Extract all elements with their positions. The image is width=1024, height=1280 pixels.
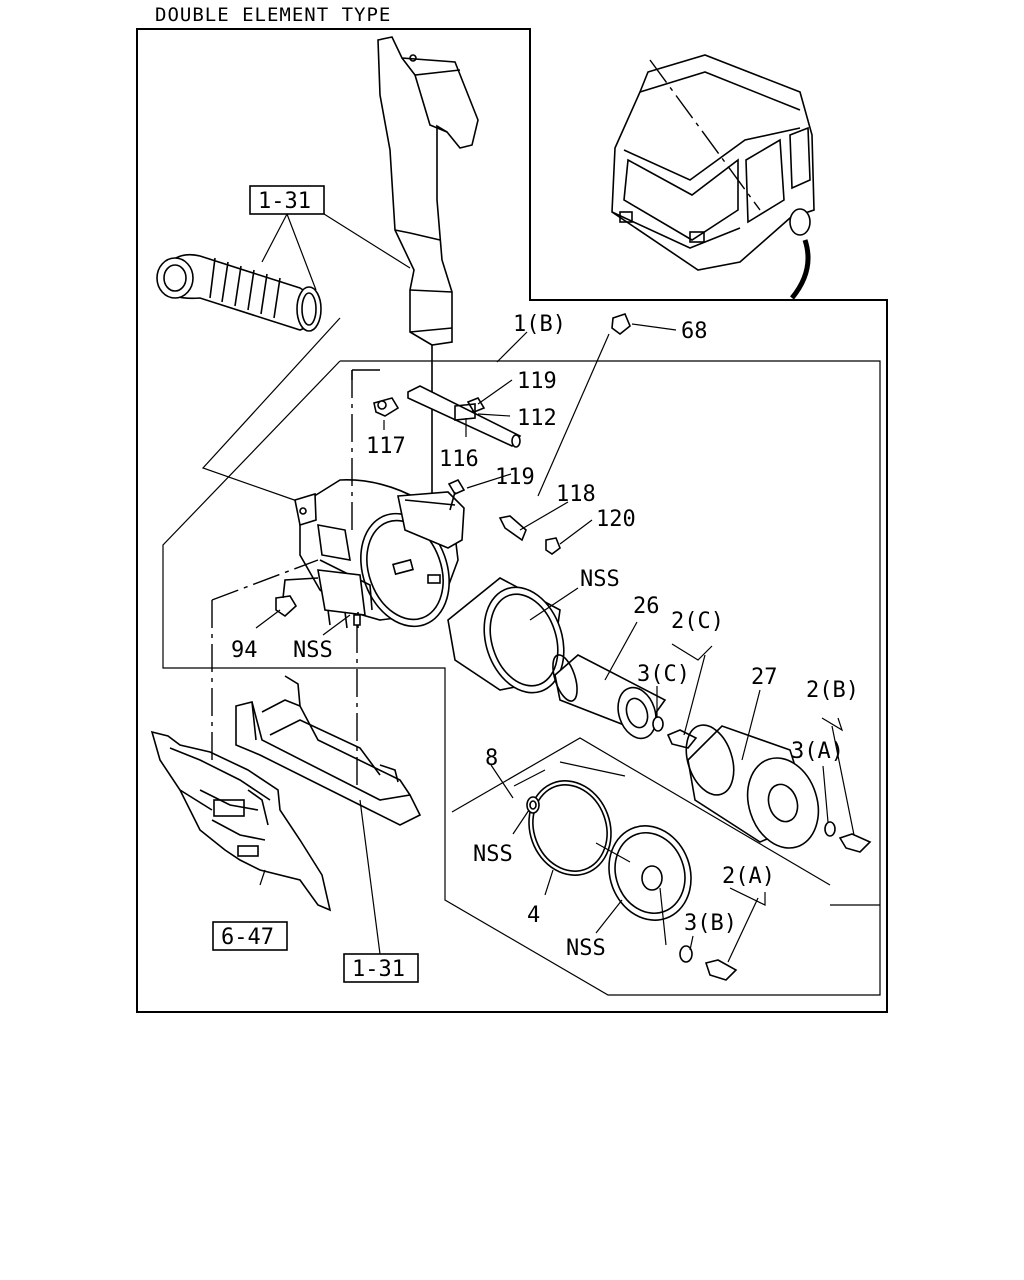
ref-box-1-31-bottom — [343, 953, 419, 983]
label-26: 26 — [633, 594, 660, 619]
inner-element-26 — [552, 654, 667, 740]
screw-119-mid — [447, 478, 466, 511]
ref-box-6-47 — [212, 921, 288, 951]
cover-group-outline — [451, 737, 831, 886]
alignment-line-d — [351, 369, 380, 380]
label-116: 116 — [439, 447, 479, 472]
wing-bolt-2b — [838, 833, 872, 853]
housing-bracket — [317, 569, 366, 629]
wing-bolt-2c — [666, 729, 698, 749]
washer-3c — [652, 716, 664, 732]
cover-group-rule — [513, 761, 626, 787]
label-1b: 1(B) — [513, 312, 566, 337]
label-3b: 3(B) — [684, 911, 737, 936]
hose-112 — [407, 385, 522, 448]
label-119-top: 119 — [517, 369, 557, 394]
ref-6-47: 6-47 — [221, 925, 274, 950]
cap-68 — [611, 313, 631, 336]
label-94: 94 — [231, 638, 258, 663]
label-2a: 2(A) — [722, 864, 775, 889]
label-117: 117 — [366, 434, 406, 459]
ref-1-31-top-leaders — [261, 213, 411, 291]
bracket-118 — [498, 515, 527, 542]
label-nss-washer: NSS — [473, 842, 513, 867]
air-cleaner-housing — [294, 479, 465, 628]
label-4: 4 — [527, 903, 540, 928]
flexible-intake-hose — [156, 253, 322, 332]
outer-element-27 — [685, 724, 820, 849]
label-120: 120 — [596, 507, 636, 532]
assembly-group-outline — [162, 360, 881, 996]
washer-nss — [526, 796, 540, 814]
label-3c: 3(C) — [637, 662, 690, 687]
nut-120 — [545, 537, 561, 555]
label-118: 118 — [556, 482, 596, 507]
washer-3b — [679, 945, 693, 963]
truck-cab-illustration — [611, 54, 815, 300]
label-nss-bracket: NSS — [293, 638, 333, 663]
label-nss-cover: NSS — [566, 936, 606, 961]
label-8: 8 — [485, 746, 498, 771]
ref-1-31-bottom-leader — [359, 799, 381, 955]
cab-mount-bracket — [150, 730, 332, 912]
alignment-line-e — [211, 559, 319, 601]
diagram-title: DOUBLE ELEMENT TYPE — [155, 4, 391, 26]
label-119-mid: 119 — [495, 465, 535, 490]
ref-1-31-top: 1-31 — [258, 189, 311, 214]
label-112: 112 — [517, 406, 557, 431]
outer-frame — [136, 28, 888, 1013]
cab-leader — [790, 239, 811, 300]
label-68: 68 — [681, 319, 708, 344]
gasket-4 — [528, 780, 612, 876]
fitting-117 — [373, 397, 400, 417]
outer-element-shell — [447, 577, 565, 694]
air-intake-duct — [377, 36, 479, 495]
leader-lines — [255, 323, 855, 963]
end-cover-nss — [608, 825, 692, 921]
label-nss-outer-element: NSS — [580, 567, 620, 592]
clip-94 — [275, 577, 319, 618]
washer-3a — [824, 821, 836, 837]
label-27: 27 — [751, 665, 778, 690]
label-2b: 2(B) — [806, 678, 859, 703]
label-3a: 3(A) — [791, 739, 844, 764]
hose-group-line — [201, 317, 341, 503]
wing-bolt-2a — [704, 959, 738, 981]
ref-1-31-bottom: 1-31 — [352, 957, 405, 982]
chassis-frame-rail — [235, 675, 422, 826]
label-2c: 2(C) — [671, 609, 724, 634]
